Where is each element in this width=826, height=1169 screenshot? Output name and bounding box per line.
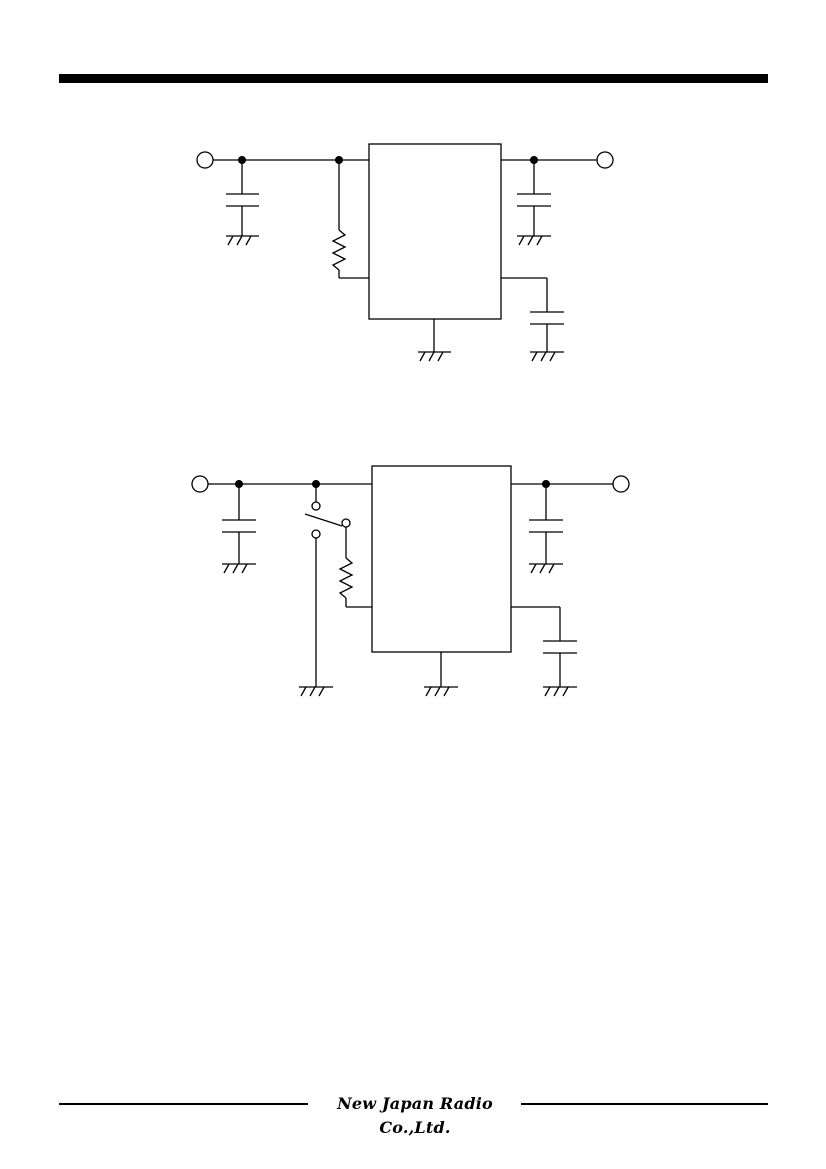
footer-rule-right [521, 1103, 768, 1105]
ic-block [368, 143, 502, 320]
footer-rule-left [59, 1103, 308, 1105]
circuit-diagram-1 [196, 143, 614, 362]
junction-dot [238, 156, 246, 164]
junction-dot [235, 480, 243, 488]
junction-dot [542, 480, 550, 488]
junction-dot [312, 480, 320, 488]
switch-contact [311, 529, 321, 539]
switch-contact [341, 518, 351, 528]
footer: New Japan Radio Co.,Ltd. [59, 1092, 768, 1137]
input-terminal [191, 475, 209, 493]
junction-dot [335, 156, 343, 164]
company-logo: New Japan Radio Co.,Ltd. [337, 1094, 493, 1137]
junction-dot [530, 156, 538, 164]
output-terminal [612, 475, 630, 493]
header-rule [59, 74, 768, 83]
circuit-diagram-2 [191, 465, 630, 697]
ic-block [371, 465, 512, 653]
switch-contact [311, 501, 321, 511]
